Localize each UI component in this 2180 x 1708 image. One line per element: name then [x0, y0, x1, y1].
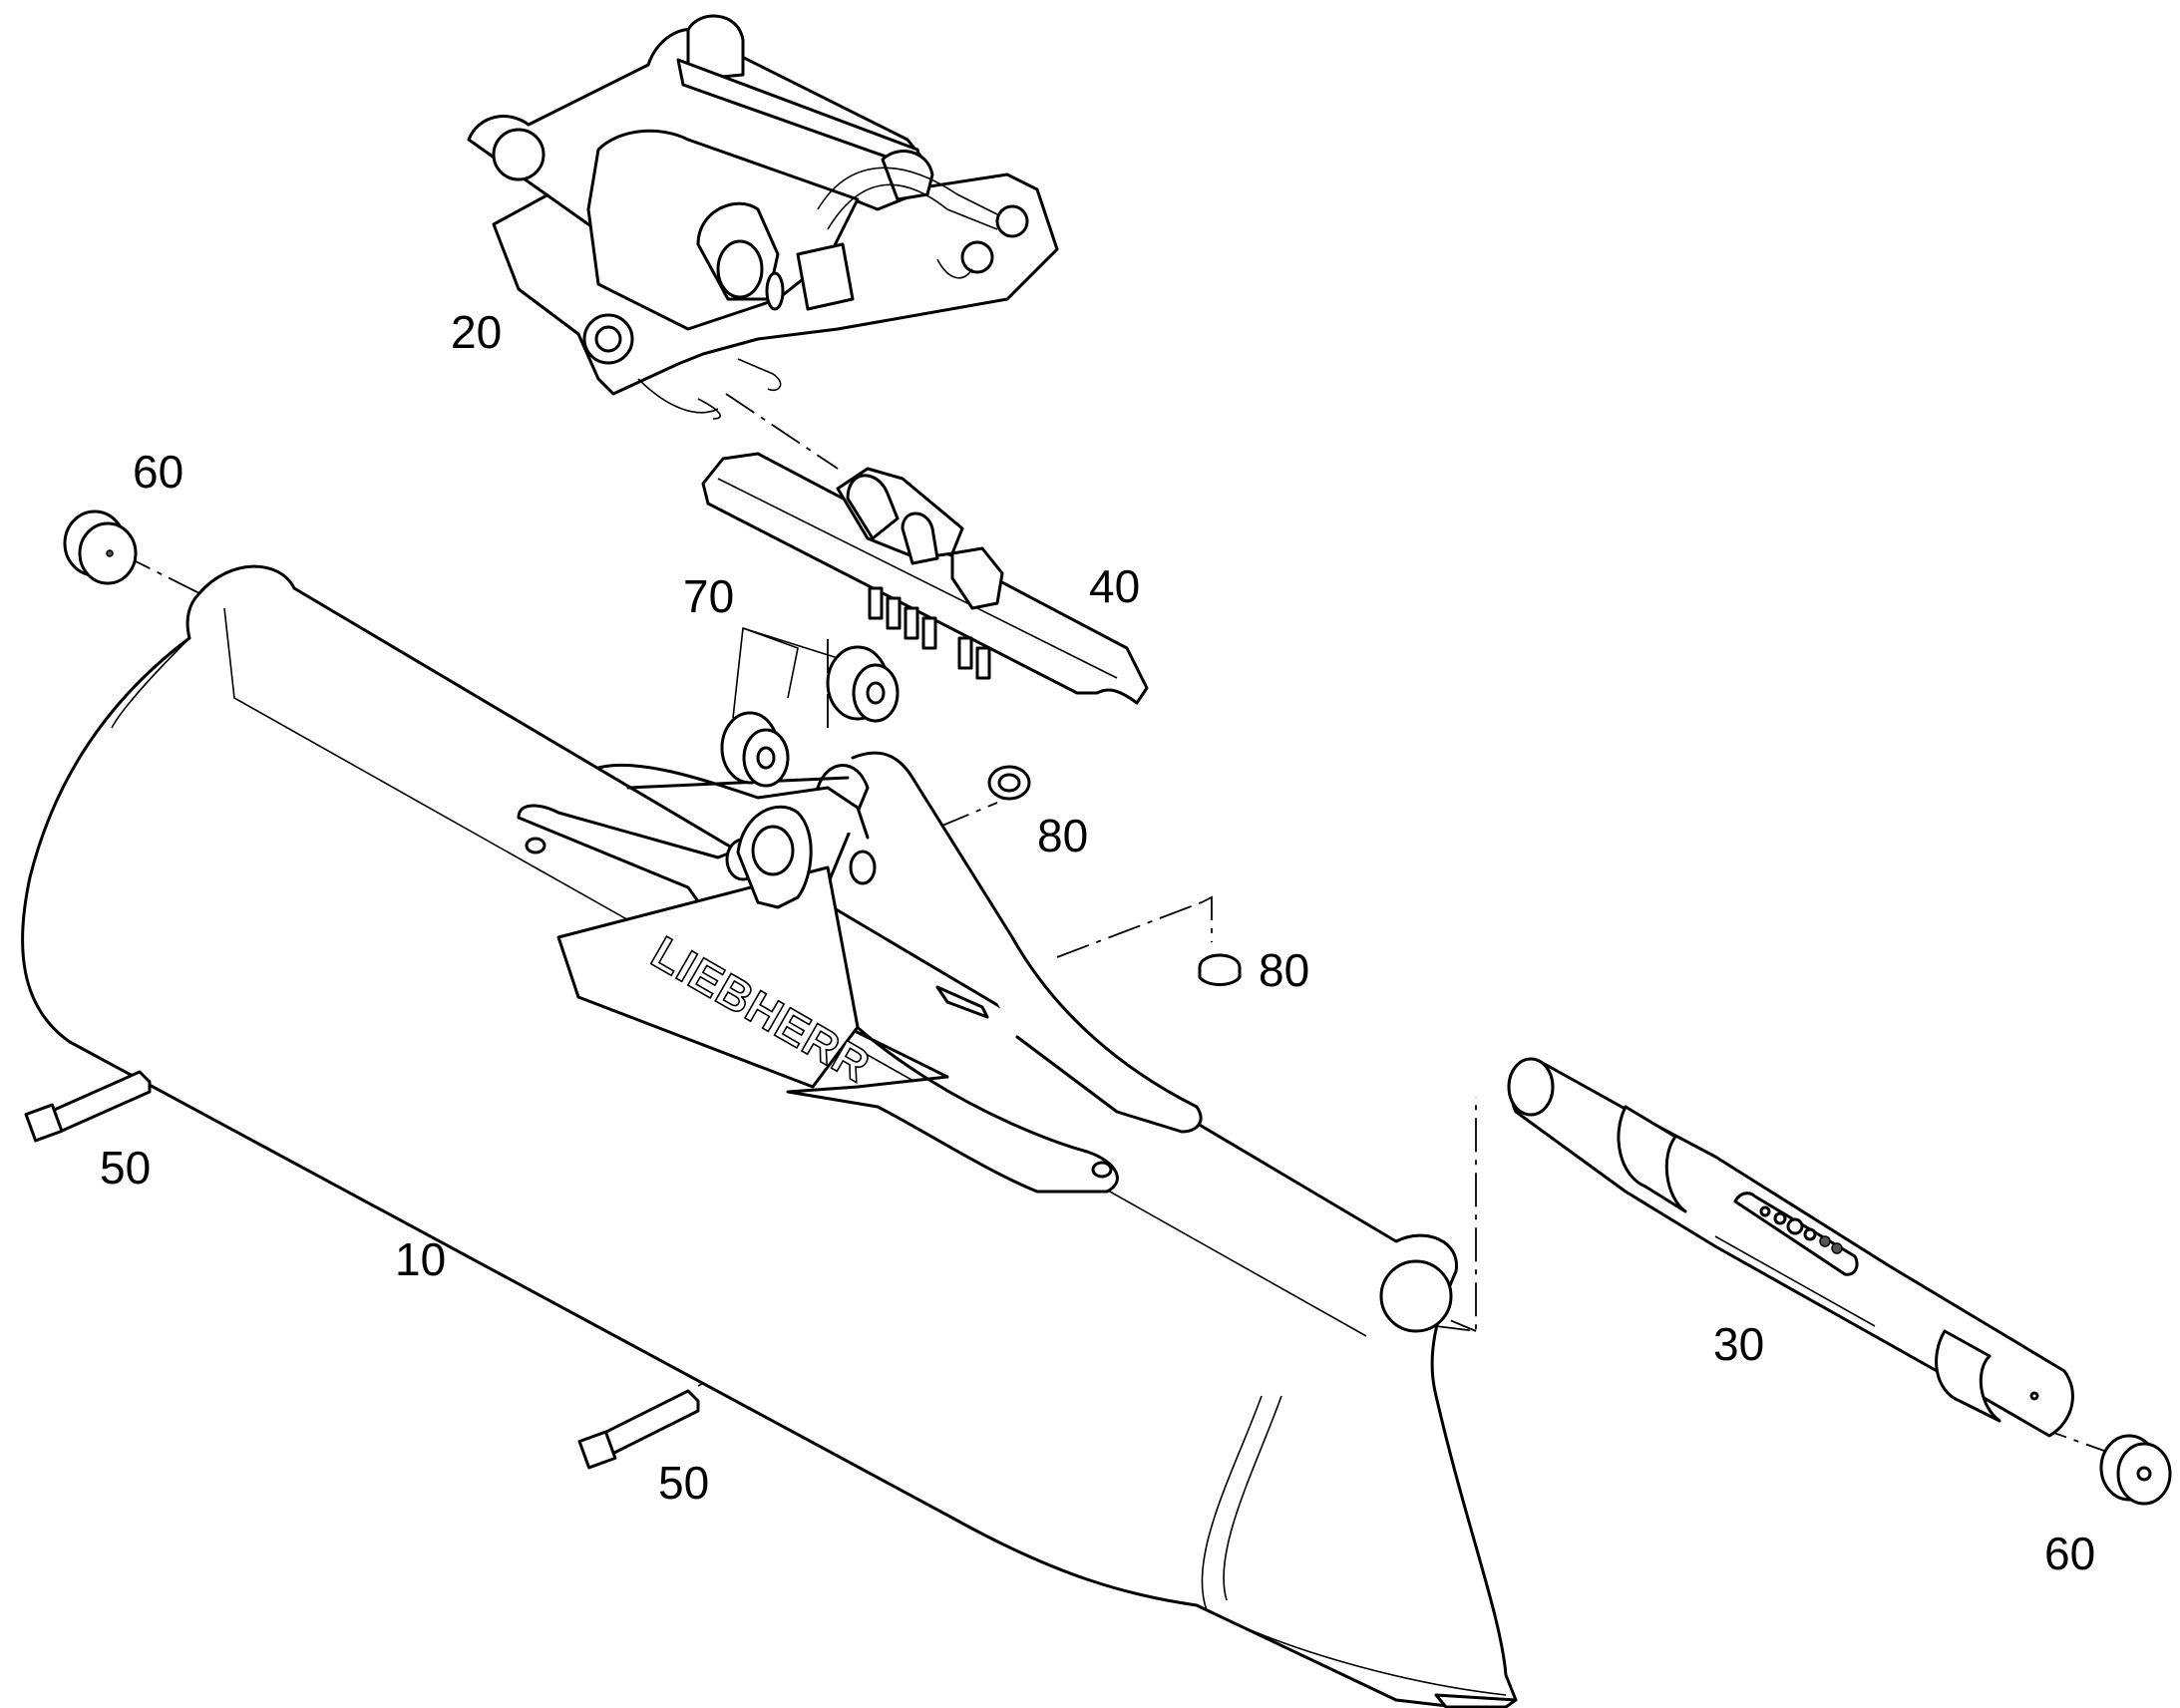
- bushings-80: [987, 765, 1242, 986]
- callout-10: 10: [395, 1233, 447, 1285]
- callout-60-left: 60: [133, 446, 184, 498]
- callout-40: 40: [1089, 560, 1141, 612]
- bucket-body-10: [21, 564, 1518, 1708]
- callout-70: 70: [683, 570, 735, 622]
- bucket-mount-plates: [517, 751, 1203, 1194]
- caps-60: [63, 510, 2172, 1506]
- callout-50-bottom: 50: [658, 1457, 710, 1509]
- callout-80-upper: 80: [1037, 810, 1089, 861]
- adapter-plate-40: [701, 452, 1149, 705]
- pins-50: [24, 1070, 700, 1470]
- cross-shaft-30: [1507, 1057, 2074, 1438]
- callout-50-left: 50: [100, 1142, 152, 1194]
- adapter-bolts: [868, 586, 991, 680]
- callout-20: 20: [451, 306, 503, 358]
- washers-70: [720, 626, 900, 788]
- quick-coupler-20: [467, 14, 1059, 420]
- callout-80-lower: 80: [1259, 944, 1310, 996]
- callout-30: 30: [1713, 1318, 1765, 1370]
- callout-60-right: 60: [2044, 1528, 2096, 1579]
